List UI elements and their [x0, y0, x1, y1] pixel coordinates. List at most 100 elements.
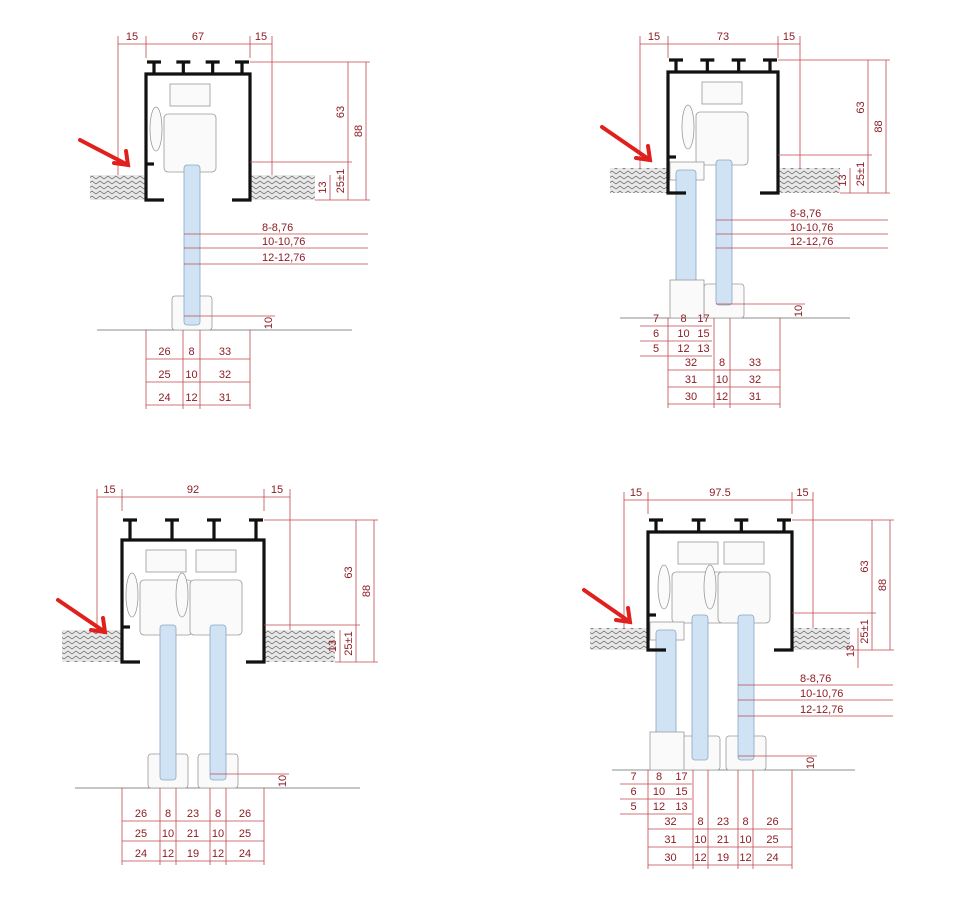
dimension-label: 12-12,76 — [790, 236, 833, 248]
floor-left — [62, 630, 122, 662]
dimension-label: 8 — [188, 346, 194, 358]
red-arrow-icon — [582, 588, 633, 625]
dimension-label: 24 — [239, 848, 251, 860]
trolley-body — [695, 111, 749, 166]
track-profile — [666, 70, 780, 195]
dimension-label: 67 — [192, 31, 204, 43]
dimension-label: 12 — [694, 852, 706, 864]
dimension-label: 33 — [749, 357, 761, 369]
dimension-label: 23 — [187, 808, 199, 820]
dimension-label: 8 — [656, 771, 662, 783]
dimension-label: 10 — [653, 786, 665, 798]
dimension-label: 12-12,76 — [800, 704, 843, 716]
dimension-label: 10 — [793, 305, 805, 317]
dimension-label: 19 — [187, 848, 199, 860]
dimension-label: 15 — [783, 31, 795, 43]
floor-right — [264, 630, 335, 662]
floor-left — [610, 168, 668, 193]
trolley-top — [677, 541, 719, 565]
dimension-label: 31 — [219, 392, 231, 404]
dimension-label: 26 — [766, 816, 778, 828]
dimension-label: 8 — [719, 357, 725, 369]
dimension-label: 13 — [837, 174, 849, 186]
dimension-label: 8-8,76 — [800, 673, 831, 685]
dimension-label: 10 — [212, 828, 224, 840]
red-arrow-icon — [78, 138, 131, 168]
trolley-body — [163, 113, 217, 173]
dimension-label: 73 — [717, 31, 729, 43]
dimension-label: 25±1 — [855, 162, 867, 186]
dimension-label: 8 — [165, 808, 171, 820]
dimension-label: 15 — [697, 328, 709, 340]
dimension-label: 8 — [680, 313, 686, 325]
dimension-label: 21 — [717, 834, 729, 846]
fixed-floor-profile — [649, 731, 685, 771]
dimension-label: 26 — [135, 808, 147, 820]
dimension-label: 15 — [126, 31, 138, 43]
dimension-label: 6 — [653, 328, 659, 340]
roller-wheel — [703, 564, 717, 610]
trolley-top — [195, 549, 237, 573]
floor-right — [250, 175, 315, 200]
dimension-label: 10 — [716, 374, 728, 386]
dimension-label: 23 — [717, 816, 729, 828]
dimension-label: 5 — [630, 801, 636, 813]
dimension-label: 15 — [103, 484, 115, 496]
dimension-label: 8 — [215, 808, 221, 820]
dimension-label: 19 — [717, 852, 729, 864]
dimension-label: 24 — [135, 848, 147, 860]
roller-wheel — [125, 572, 139, 618]
dimension-label: 15 — [675, 786, 687, 798]
rail-teeth — [123, 518, 263, 540]
dimension-label: 63 — [855, 101, 867, 113]
rail-teeth — [669, 58, 777, 72]
dimension-label: 88 — [877, 579, 889, 591]
roller-wheel — [175, 572, 189, 618]
trolley-top — [701, 81, 743, 105]
dimension-label: 88 — [353, 125, 365, 137]
dimension-label: 25 — [135, 828, 147, 840]
dimension-label: 63 — [859, 560, 871, 572]
glass-pane — [159, 624, 177, 781]
dimension-label: 17 — [675, 771, 687, 783]
dimension-label: 15 — [271, 484, 283, 496]
dimension-label: 10 — [694, 834, 706, 846]
dimension-label: 25 — [158, 369, 170, 381]
dimension-label: 97.5 — [709, 487, 730, 499]
dimension-label: 10-10,76 — [790, 222, 833, 234]
dimension-label: 8 — [742, 816, 748, 828]
dimension-label: 12 — [162, 848, 174, 860]
dimension-label: 12 — [677, 343, 689, 355]
dimension-label: 13 — [327, 640, 339, 652]
red-arrow-icon — [56, 598, 108, 635]
dimension-label: 10 — [805, 757, 817, 769]
dimension-label: 12 — [739, 852, 751, 864]
fixed-floor-profile — [669, 279, 705, 319]
floor-right — [792, 628, 850, 650]
dimension-label: 5 — [653, 343, 659, 355]
dimension-label: 24 — [158, 392, 170, 404]
trolley-top — [169, 83, 211, 107]
dimension-label: 8-8,76 — [790, 208, 821, 220]
dimension-label: 10-10,76 — [800, 688, 843, 700]
rail-teeth — [649, 518, 791, 532]
dimension-label: 25 — [239, 828, 251, 840]
dimension-label: 32 — [685, 357, 697, 369]
dimension-label: 15 — [796, 487, 808, 499]
dimension-label: 12 — [716, 391, 728, 403]
glass-pane — [209, 624, 227, 781]
glass-pane — [691, 614, 709, 761]
dimension-label: 10 — [162, 828, 174, 840]
dimension-label: 13 — [845, 645, 857, 657]
glass-pane — [737, 614, 755, 761]
dimension-label: 10 — [263, 317, 275, 329]
dimension-label: 6 — [630, 786, 636, 798]
dimension-label: 21 — [187, 828, 199, 840]
dimension-label: 30 — [664, 852, 676, 864]
dimension-label: 26 — [239, 808, 251, 820]
profile-panel-2: 15 73 15 63 8 8 25±1 13 10 8-8,76 10-10,76 12-12,76… — [600, 31, 890, 408]
